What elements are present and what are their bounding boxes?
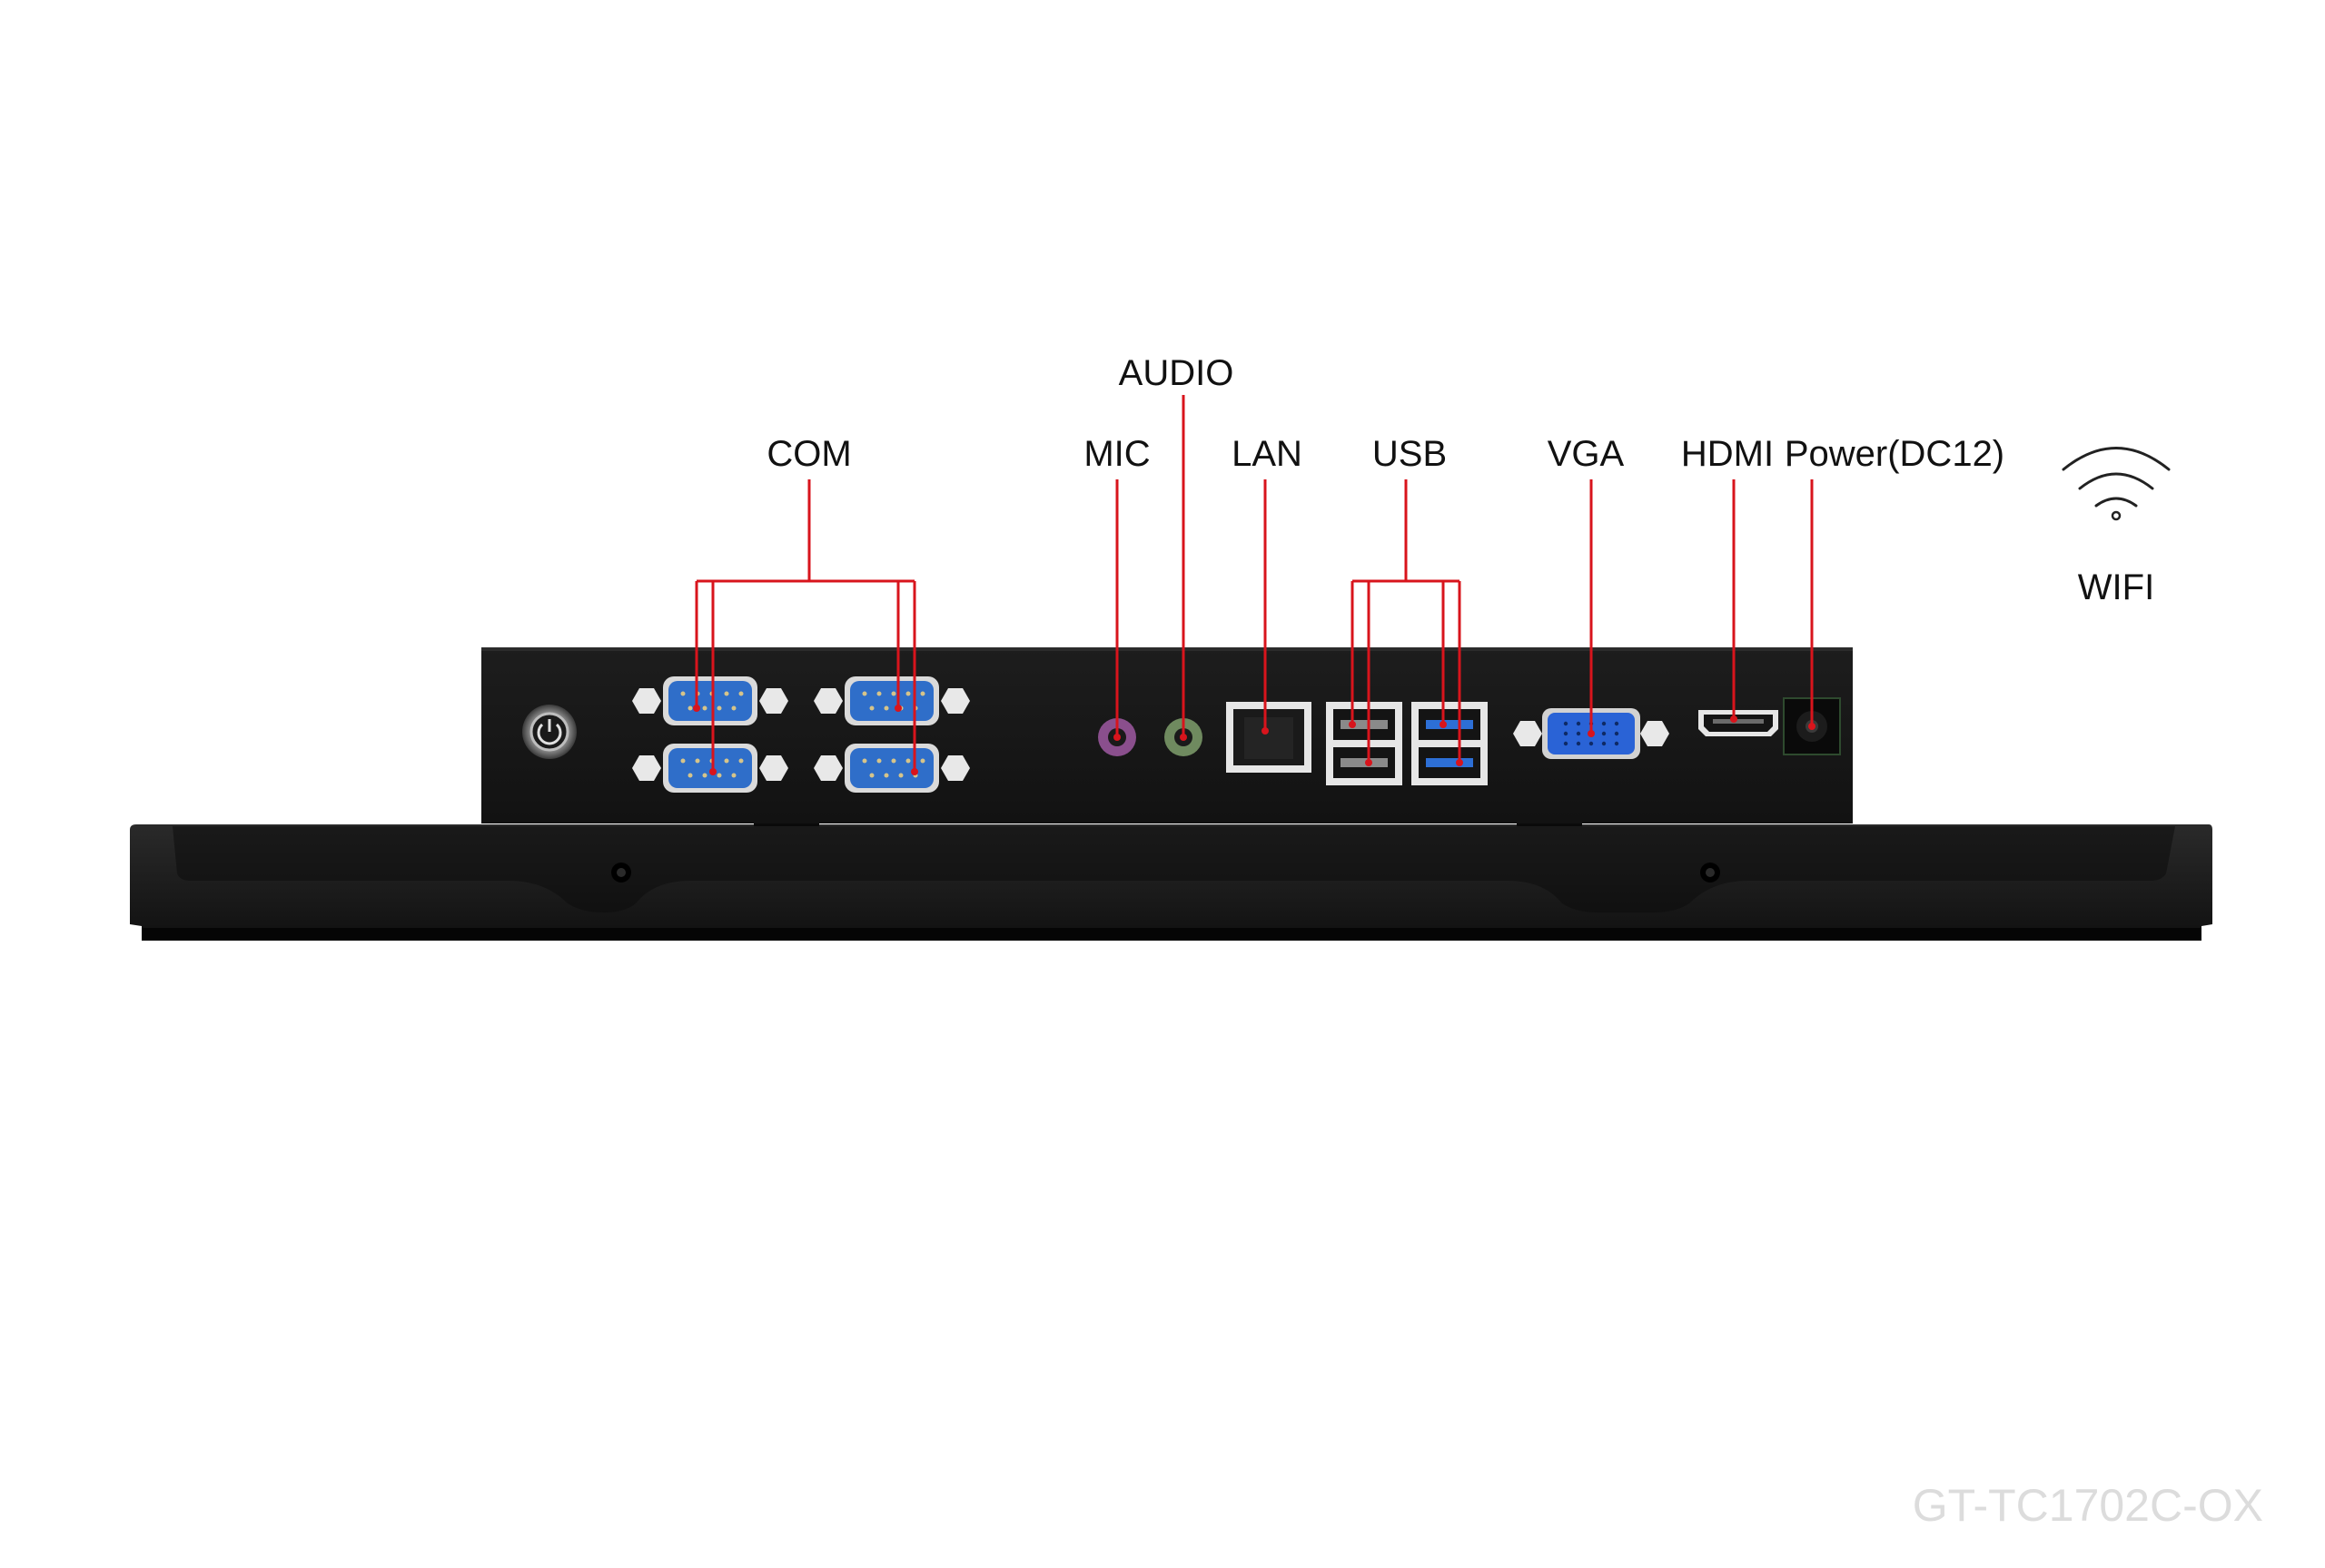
- com-port-3: [632, 744, 788, 793]
- label-com: COM: [767, 434, 851, 474]
- monitor-bezel: [130, 814, 2212, 941]
- label-usb: USB: [1372, 434, 1447, 474]
- wifi-icon: [2062, 447, 2171, 521]
- label-audio: AUDIO: [1119, 353, 1234, 393]
- label-vga: VGA: [1548, 434, 1625, 474]
- lan-port: [1226, 702, 1311, 773]
- com-port-1: [632, 676, 788, 725]
- label-lan: LAN: [1232, 434, 1302, 474]
- label-hdmi: HDMI: [1681, 434, 1774, 474]
- leader-lines: [695, 395, 1814, 772]
- usb3-stack: [1411, 702, 1488, 785]
- hdmi-port: [1698, 710, 1778, 736]
- label-power: Power(DC12): [1785, 434, 2004, 474]
- label-wifi: WIFI: [2078, 567, 2154, 607]
- label-mic: MIC: [1083, 434, 1150, 474]
- usb2-stack: [1326, 702, 1402, 785]
- model-watermark: GT-TC1702C-OX: [1913, 1480, 2263, 1531]
- power-button-icon[interactable]: [522, 705, 577, 759]
- leader-endpoints: [693, 705, 1815, 775]
